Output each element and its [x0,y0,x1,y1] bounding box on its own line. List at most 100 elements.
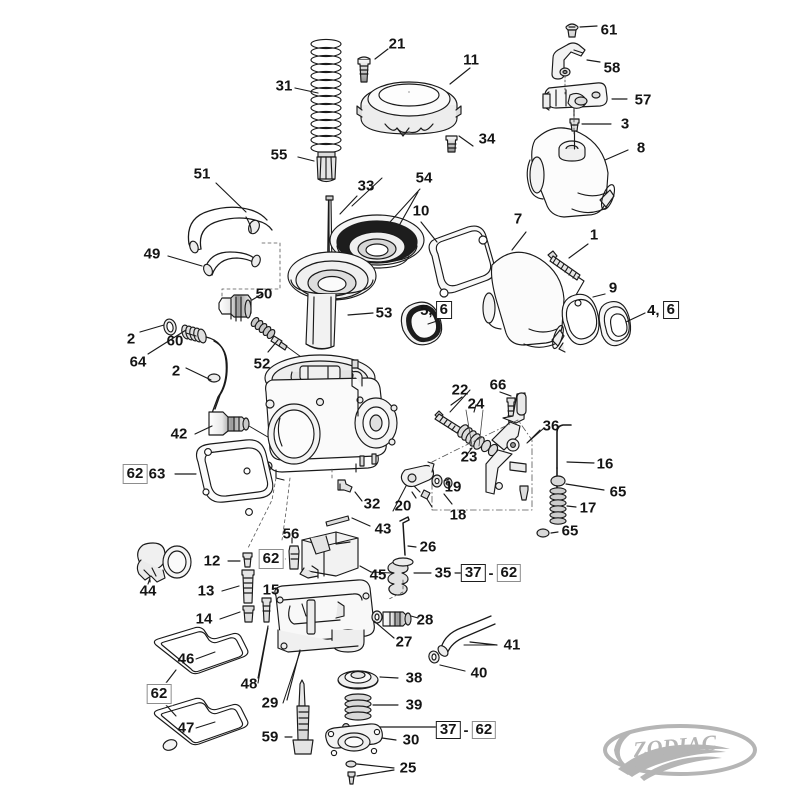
callout-40: 40 [470,664,488,682]
part-25-screw [345,760,357,785]
callout-39: 39 [405,696,423,714]
callout-box-62-56: 62 [258,549,284,569]
callout-22: 22 [451,381,469,399]
callout-48: 48 [240,675,258,693]
part-38-seal [337,670,379,690]
part-40-clip [428,650,440,664]
callout-41: 41 [503,636,521,654]
callout-32: 32 [363,495,381,513]
callout-34: 34 [478,130,496,148]
callout-47: 47 [177,719,195,737]
callout-24: 24 [467,395,485,413]
part-pins-small [359,453,377,467]
part-65-ferrule-lower [536,528,550,538]
part-30-cap [325,723,383,757]
callout-part-62: 62 [496,564,522,582]
part-7-manifold [482,251,565,350]
callout-29: 29 [261,694,279,712]
callout-dash: - [488,564,494,582]
part-10-flange-gasket [428,225,496,298]
callout-part-5: 5, [420,301,433,319]
part-42-hose-fitting [205,336,274,441]
callout-part-62: 62 [471,721,497,739]
part-65-ferrule-upper [550,475,566,487]
callout-group-37-62-low: 37-62 [435,721,497,739]
part-57-tps [542,82,608,117]
part-51-hose [187,206,273,254]
callout-36: 36 [542,417,560,435]
callout-18: 18 [449,506,467,524]
callout-8: 8 [636,139,646,157]
callout-20: 20 [394,497,412,515]
part-5-6-oring [400,301,443,346]
part-13-jet [241,569,255,604]
callout-15: 15 [262,581,280,599]
part-21-screw [357,56,371,83]
callout-33: 33 [357,177,375,195]
part-41-hose [437,615,496,657]
part-63-gasket [195,439,274,516]
part-46-gasket [153,626,249,675]
callout-31: 31 [275,77,293,95]
part-26-rod [399,516,410,556]
callout-2a: 2 [126,330,136,348]
part-54-diaphragm [329,214,425,269]
callout-14: 14 [195,610,213,628]
part-59-mixture-screw [292,679,314,755]
callout-16: 16 [596,455,614,473]
part-55-needle-holder [316,151,337,183]
part-43-pin [325,515,350,527]
part-22-screw [434,410,462,434]
callout-65b: 65 [561,522,579,540]
callout-part-6: 6 [662,301,679,319]
part-17-spring [549,487,567,525]
callout-part-4: 4, [647,301,660,319]
part-19-washer [431,474,453,489]
part-61-screw [565,23,579,38]
callout-64: 64 [129,353,147,371]
part-45-float [299,531,359,579]
callout-26: 26 [419,538,437,556]
callout-13: 13 [197,582,215,600]
callout-58: 58 [603,59,621,77]
part-8-intake [526,127,616,218]
part-9-gasket [558,293,600,353]
callout-11: 11 [463,51,479,69]
callout-66: 66 [489,376,507,394]
callout-7: 7 [513,210,523,228]
part-44-pump [136,542,192,585]
part-12-jet [242,552,253,568]
part-60-spring-sleeve [181,324,207,344]
part-50-valve [218,294,252,322]
callout-44: 44 [139,582,157,600]
callout-42: 42 [170,425,188,443]
callout-28: 28 [416,611,434,629]
callout-23: 23 [460,448,478,466]
callout-59: 59 [261,728,279,746]
callout-2b: 2 [171,362,181,380]
callout-19: 19 [444,478,462,496]
callout-21: 21 [388,35,406,53]
part-53-slide [287,251,377,350]
callout-43: 43 [374,520,392,538]
part-48-screw [261,597,272,623]
callout-46: 46 [177,650,195,668]
callout-49: 49 [143,245,161,263]
callout-35: 35 [434,564,452,582]
callout-50: 50 [255,285,273,303]
callout-45: 45 [369,566,387,584]
part-31-spring [310,38,342,158]
callout-9: 9 [608,279,618,297]
callout-27: 27 [395,633,413,651]
callout-25: 25 [399,759,417,777]
callout-17: 17 [579,499,597,517]
part-3-screw [569,118,580,150]
part-20-lever [400,461,435,493]
callout-10: 10 [412,202,430,220]
callout-38: 38 [405,669,423,687]
part-36-throttle-lever [485,392,529,501]
callout-part-37: 37 [460,564,486,582]
part-64-clip [163,318,177,336]
